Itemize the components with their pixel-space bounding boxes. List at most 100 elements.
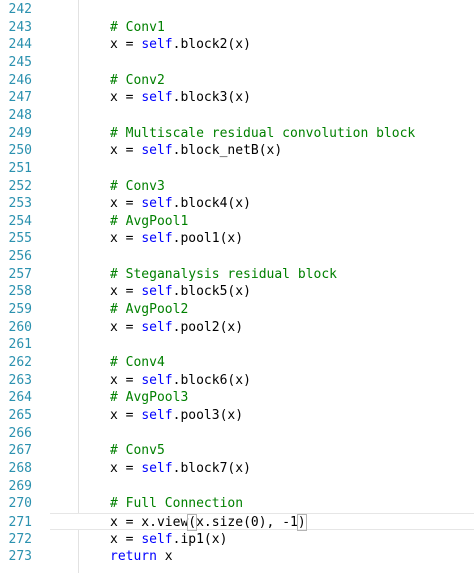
self-keyword: self (141, 319, 173, 335)
code-comment: # Conv4 (110, 355, 165, 370)
code-text: x = self.block7(x) (110, 460, 251, 478)
self-keyword: self (141, 372, 173, 388)
code-line[interactable]: 261 (0, 336, 474, 354)
code-line[interactable]: 266 (0, 425, 474, 443)
self-keyword: self (141, 407, 173, 423)
code-token: .block4(x) (172, 196, 251, 212)
line-number: 250 (8, 143, 32, 159)
code-line[interactable]: 254# AvgPool1 (0, 213, 474, 231)
code-line[interactable]: 268 x = self.block7(x) (0, 460, 474, 478)
code-text: x = self.ip1(x) (110, 531, 227, 549)
code-line[interactable]: 249# Multiscale residual convolution blo… (0, 125, 474, 143)
matched-bracket: ( (187, 513, 198, 531)
code-line[interactable]: 248 (0, 107, 474, 125)
code-line[interactable]: 251 (0, 160, 474, 178)
code-text: x = self.block3(x) (110, 89, 251, 107)
code-line[interactable]: 259# AvgPool2 (0, 301, 474, 319)
self-keyword: self (141, 231, 173, 247)
code-line[interactable]: 263 x = self.block6(x) (0, 372, 474, 390)
code-line[interactable]: 252# Conv3 (0, 178, 474, 196)
line-number: 267 (8, 443, 32, 459)
self-keyword: self (141, 37, 173, 53)
code-line[interactable]: 257 # Steganalysis residual block (0, 266, 474, 284)
line-number: 272 (8, 531, 32, 547)
code-text: # Conv2 (110, 72, 165, 90)
line-number: 270 (8, 496, 32, 512)
line-number: 258 (8, 284, 32, 300)
code-text: x = self.block6(x) (110, 372, 251, 390)
self-keyword: self (141, 196, 173, 212)
code-text: # Conv5 (110, 442, 165, 460)
code-line[interactable]: 269 (0, 478, 474, 496)
code-line[interactable]: 250 x = self.block_netB(x) (0, 142, 474, 160)
line-number: 261 (8, 337, 32, 353)
code-text: # Full Connection (110, 495, 243, 513)
line-number-gutter (0, 0, 50, 573)
code-comment: # Steganalysis residual block (110, 266, 337, 282)
code-text: x = self.block4(x) (110, 195, 251, 213)
code-line[interactable]: 245 (0, 54, 474, 72)
code-token: .block5(x) (172, 284, 251, 300)
code-token: x = (110, 231, 142, 247)
line-number: 273 (8, 549, 32, 565)
code-token: .pool2(x) (172, 319, 244, 335)
code-text: x = self.block2(x) (110, 36, 251, 54)
code-text: x = x.view(x.size(0), -1) (110, 513, 307, 532)
code-line[interactable]: 270 # Full Connection (0, 495, 474, 513)
self-keyword: self (141, 460, 173, 476)
code-line[interactable]: 262 # Conv4 (0, 354, 474, 372)
code-line[interactable]: 256 (0, 248, 474, 266)
code-line[interactable]: 264# AvgPool3 (0, 389, 474, 407)
code-comment: # Conv1 (110, 19, 165, 35)
code-line[interactable]: 244 x = self.block2(x) (0, 36, 474, 54)
self-keyword: self (141, 531, 173, 547)
matched-bracket: ) (296, 513, 307, 531)
code-line[interactable]: 258 x = self.block5(x) (0, 283, 474, 301)
indent-guide (78, 0, 79, 573)
code-token: .ip1(x) (172, 531, 228, 547)
line-number: 262 (8, 355, 32, 370)
code-comment: # AvgPool3 (110, 390, 189, 406)
code-text: # AvgPool1 (110, 213, 188, 231)
line-number: 249 (8, 125, 32, 141)
code-token: x (156, 549, 173, 565)
line-number: 248 (8, 107, 32, 123)
code-line[interactable]: 267 # Conv5 (0, 442, 474, 460)
code-token: x = (110, 531, 142, 547)
line-number: 253 (8, 196, 32, 212)
code-token: x = (110, 319, 142, 335)
line-number: 266 (8, 425, 32, 441)
self-keyword: self (141, 90, 173, 106)
line-number: 257 (8, 266, 32, 282)
code-line[interactable]: 246# Conv2 (0, 72, 474, 90)
code-text: x = self.block_netB(x) (110, 142, 282, 160)
line-number: 244 (8, 37, 32, 53)
line-number: 259 (8, 302, 32, 318)
line-number: 242 (8, 2, 32, 17)
line-number: 263 (8, 372, 32, 388)
code-token: x = (110, 90, 142, 106)
code-text: x = self.pool3(x) (110, 407, 243, 425)
code-token: x = (110, 284, 142, 300)
code-token: .block_netB(x) (172, 143, 283, 159)
line-number: 268 (8, 460, 32, 476)
code-line[interactable]: 242 (0, 1, 474, 19)
code-token: x = (110, 37, 142, 53)
code-text: # Conv1 (110, 19, 165, 37)
code-token: x = (110, 407, 142, 423)
code-line[interactable]: 253 x = self.block4(x) (0, 195, 474, 213)
code-line[interactable]: 243# Conv1 (0, 19, 474, 37)
code-text: x = self.pool1(x) (110, 230, 243, 248)
code-token: x = (110, 143, 142, 159)
code-comment: # Conv5 (110, 443, 165, 459)
code-token: x = (110, 196, 142, 212)
code-text: x = self.block5(x) (110, 283, 251, 301)
code-line[interactable]: 272 x = self.ip1(x) (0, 531, 474, 549)
